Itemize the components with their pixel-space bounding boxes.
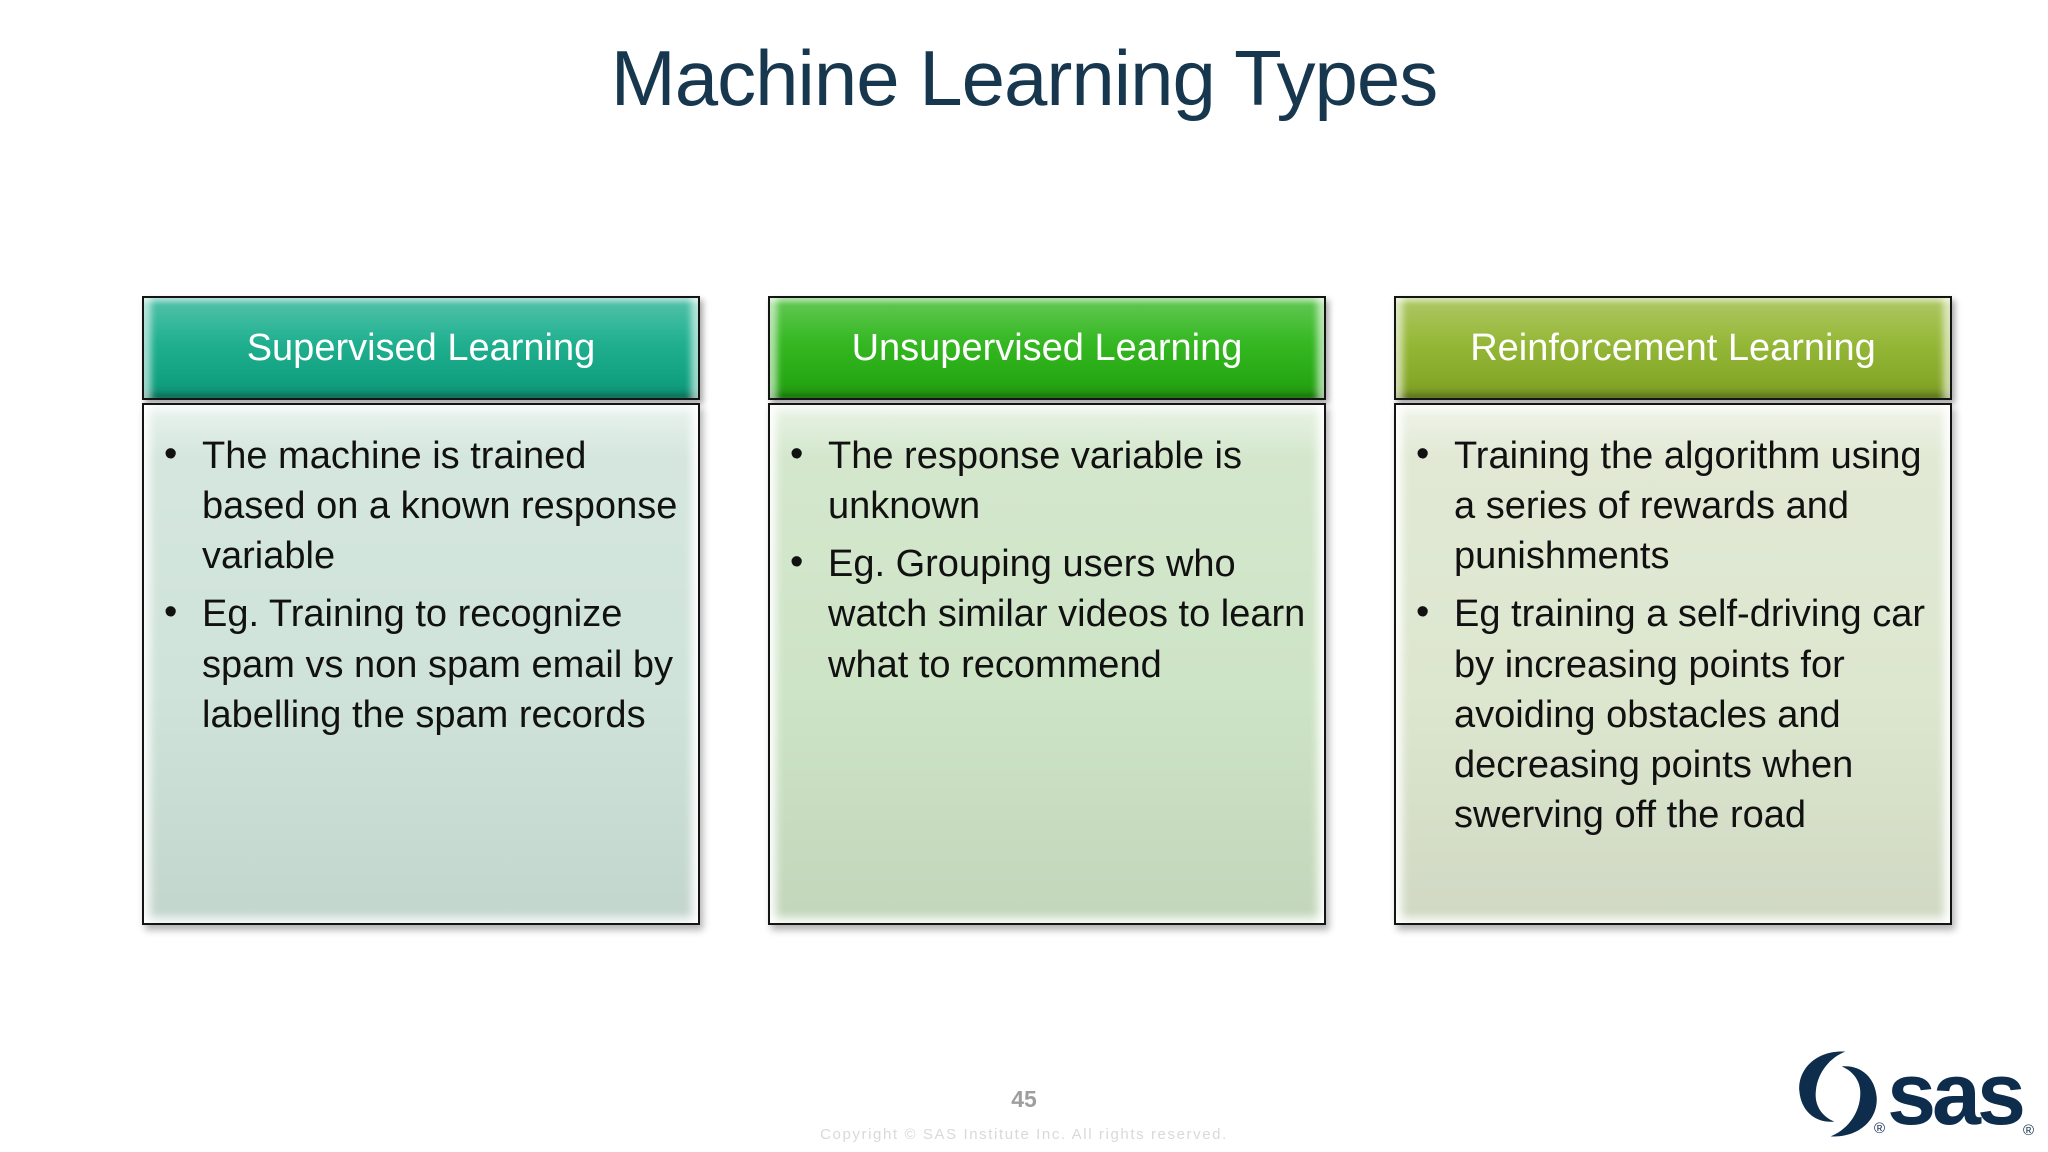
sas-swirl-icon [1792, 1048, 1884, 1140]
card-title-unsupervised: Unsupervised Learning [851, 326, 1243, 369]
card-title-reinforcement: Reinforcement Learning [1470, 326, 1876, 369]
bullet-item: Training the algorithm using a series of… [1406, 429, 1934, 581]
sas-logo-text: sas [1887, 1043, 2026, 1143]
bullet-item: The machine is trained based on a known … [154, 429, 682, 581]
registered-trademark-icon: ® [2022, 1122, 2034, 1139]
bullet-item: Eg training a self-driving car by increa… [1406, 587, 1934, 840]
page-number: 45 [1011, 1086, 1037, 1112]
page-title: Machine Learning Types [610, 34, 1438, 122]
card-body-supervised: The machine is trained based on a known … [142, 403, 700, 925]
card-reinforcement-learning: Reinforcement Learning Training the algo… [1394, 296, 1952, 925]
card-title-supervised: Supervised Learning [246, 326, 596, 369]
card-header-supervised: Supervised Learning [142, 296, 700, 400]
sas-logo: ® sas ® [1792, 1046, 2034, 1142]
bullet-list: The machine is trained based on a known … [154, 429, 682, 740]
card-body-unsupervised: The response variable is unknown Eg. Gro… [768, 403, 1326, 925]
card-supervised-learning: Supervised Learning The machine is train… [142, 296, 700, 925]
registered-trademark-icon: ® [1874, 1120, 1886, 1137]
card-body-reinforcement: Training the algorithm using a series of… [1394, 403, 1952, 925]
cards-row: Supervised Learning The machine is train… [142, 296, 1952, 925]
card-header-reinforcement: Reinforcement Learning [1394, 296, 1952, 400]
bullet-item: Eg. Grouping users who watch similar vid… [780, 537, 1308, 689]
bullet-item: Eg. Training to recognize spam vs non sp… [154, 587, 682, 739]
copyright-text: Copyright © SAS Institute Inc. All right… [820, 1126, 1228, 1143]
bullet-list: Training the algorithm using a series of… [1406, 429, 1934, 840]
card-header-unsupervised: Unsupervised Learning [768, 296, 1326, 400]
card-unsupervised-learning: Unsupervised Learning The response varia… [768, 296, 1326, 925]
bullet-item: The response variable is unknown [780, 429, 1308, 531]
bullet-list: The response variable is unknown Eg. Gro… [780, 429, 1308, 690]
